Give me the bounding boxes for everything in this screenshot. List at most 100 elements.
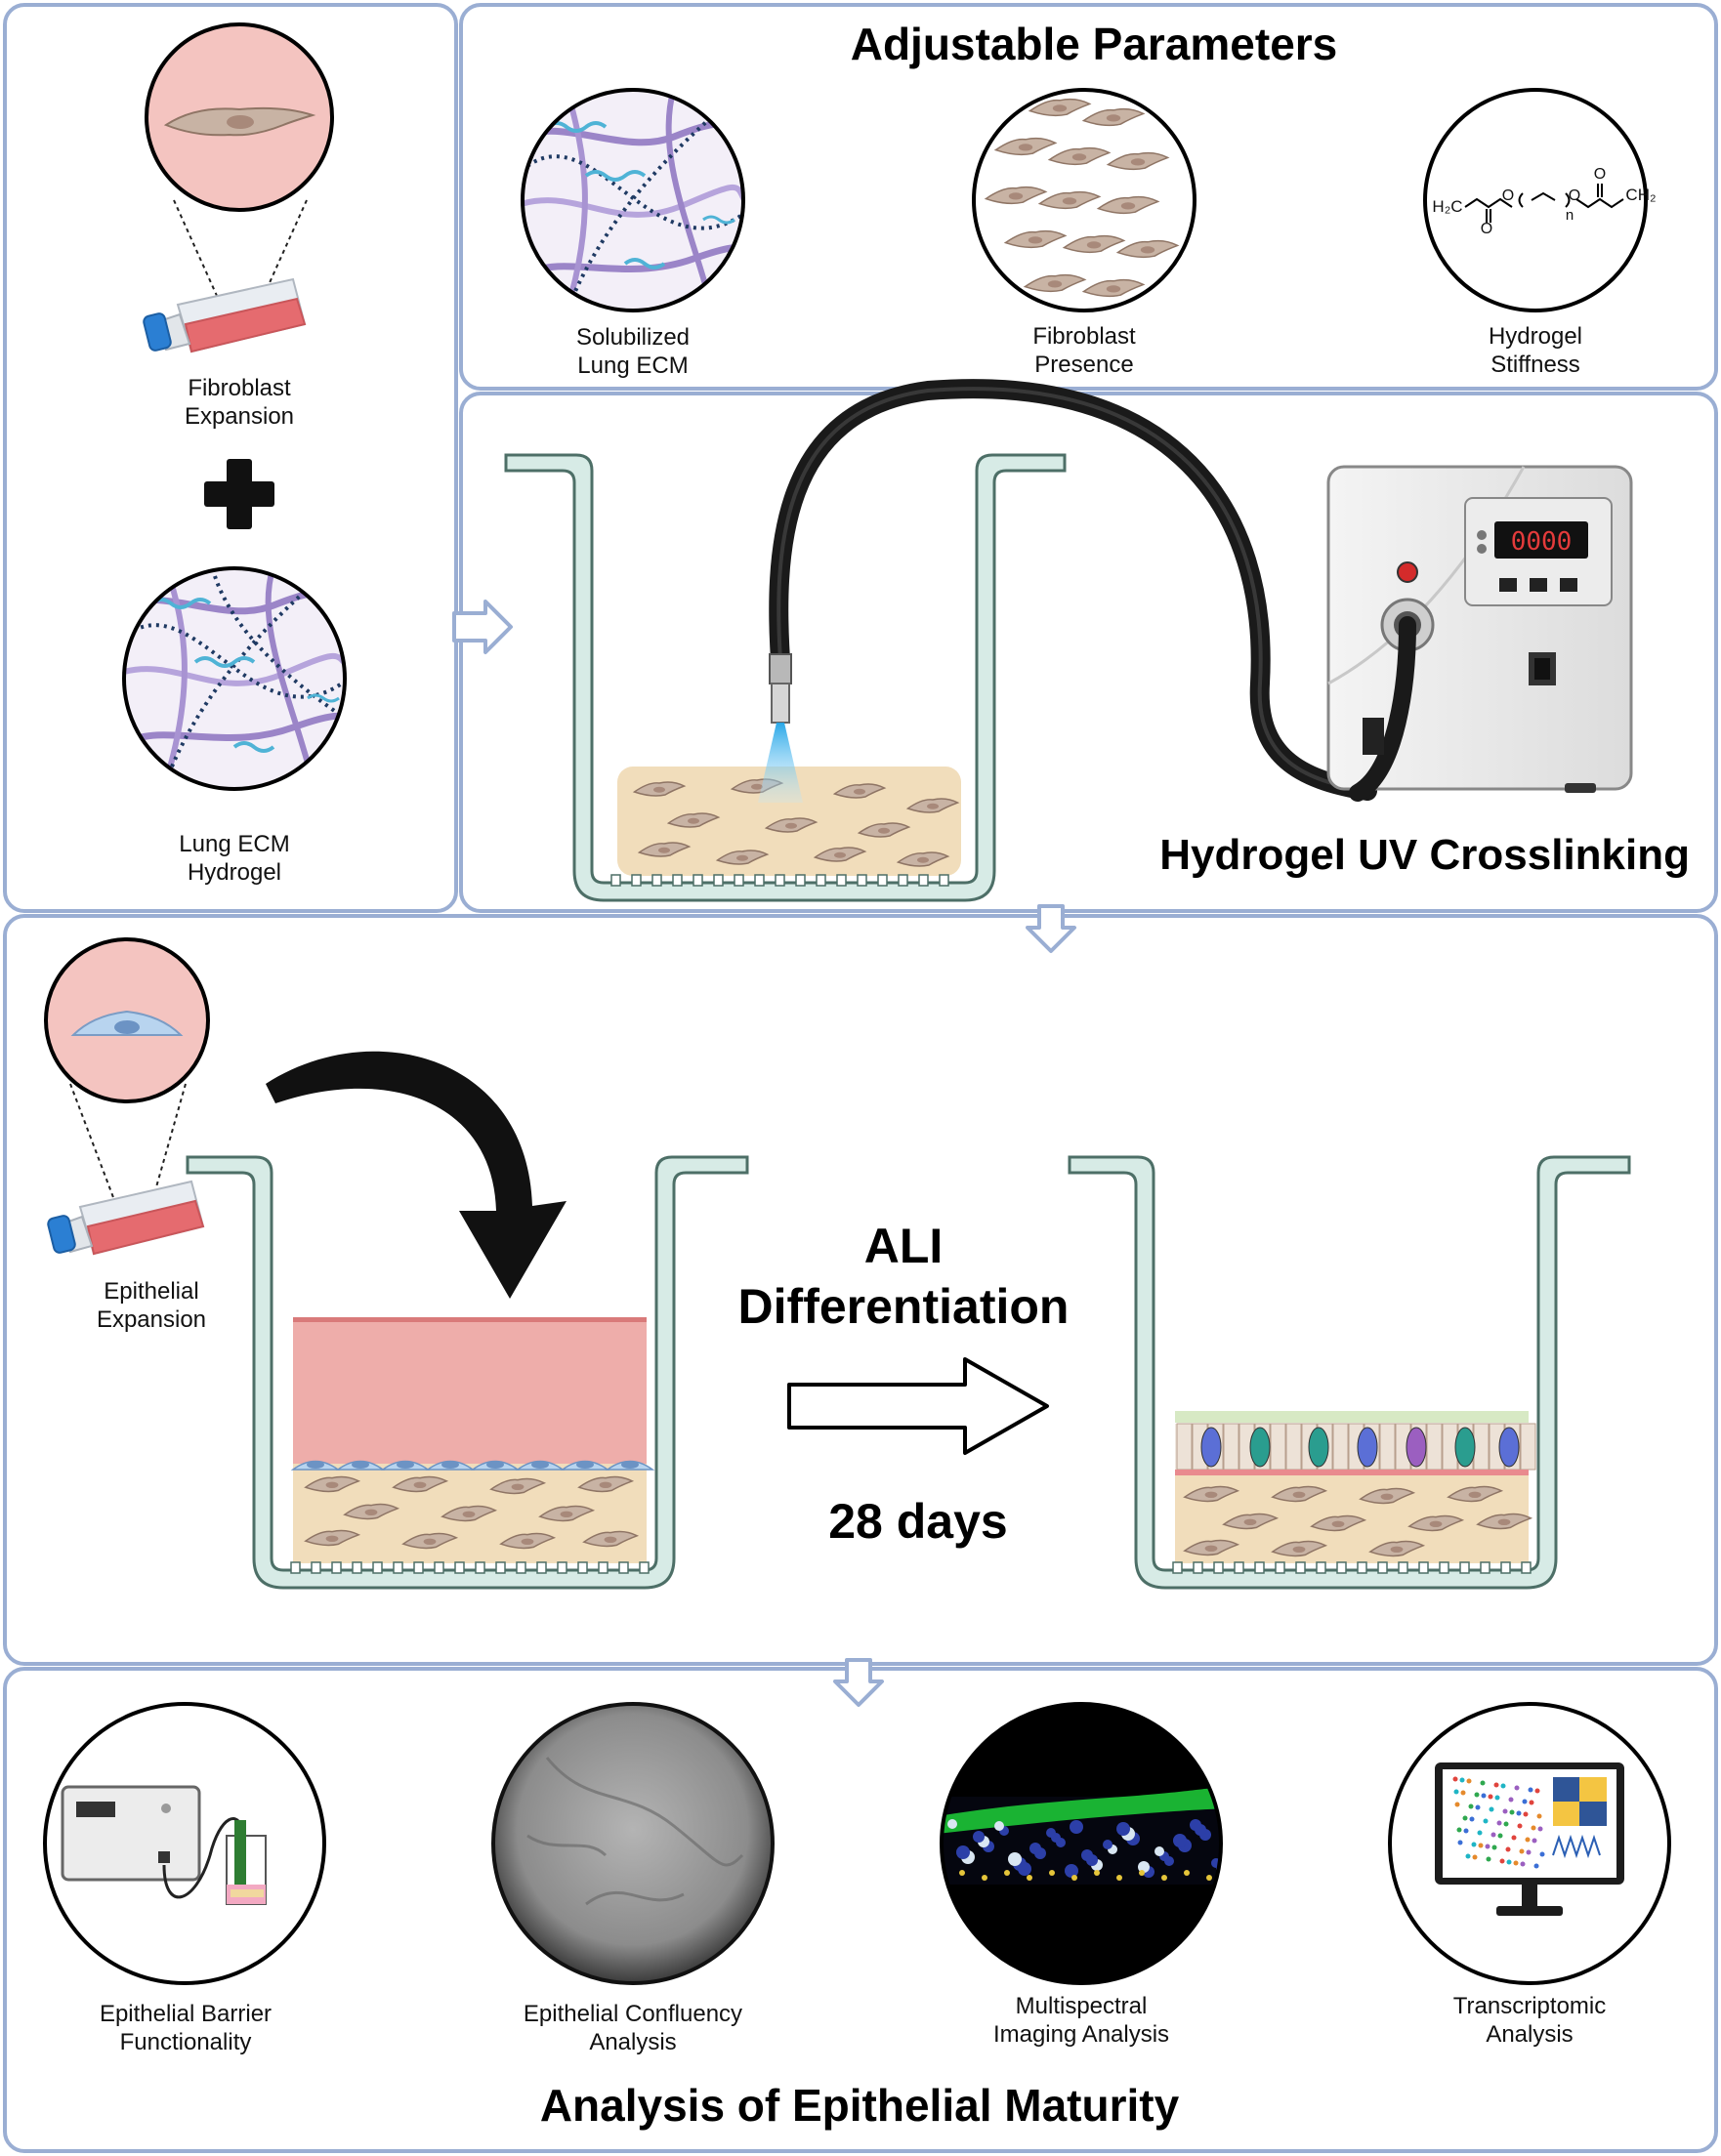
marker-dot — [1161, 1875, 1167, 1881]
membrane-pore — [631, 874, 642, 887]
membrane-pore — [331, 1561, 342, 1574]
analysis-title: Analysis of Epithelial Maturity — [539, 2080, 1180, 2131]
cluster-dot — [1491, 1845, 1497, 1850]
fibroblast-nucleus — [1086, 241, 1102, 249]
fibroblast-nucleus — [1047, 280, 1063, 288]
cluster-dot — [1529, 1800, 1534, 1805]
membrane-pore — [1254, 1561, 1265, 1574]
membrane-pore — [651, 874, 662, 887]
lung-ecm-hydrogel-icon — [122, 566, 347, 791]
epithelial-nucleus — [307, 1461, 324, 1469]
cluster-dot — [1533, 1863, 1539, 1869]
membrane-pore — [516, 1561, 526, 1574]
fibroblast-nucleus — [1292, 1546, 1306, 1554]
cluster-dot — [1466, 1778, 1472, 1784]
cluster-dot — [1493, 1782, 1499, 1788]
membrane-pore — [1418, 1561, 1429, 1574]
epithelial-expansion-label: Epithelial Expansion — [96, 1278, 207, 1333]
curved-seeding-arrow-icon — [266, 1051, 567, 1299]
chem-o2-label: O — [1501, 187, 1515, 204]
membrane-pore — [577, 1561, 588, 1574]
membrane-pore — [475, 1561, 485, 1574]
membrane-pore — [1336, 1561, 1347, 1574]
fibroblast-nucleus — [1204, 1491, 1218, 1499]
fibroblast-nucleus — [736, 854, 748, 861]
fibroblast-presence-icon — [972, 88, 1196, 312]
membrane-pore — [1172, 1561, 1183, 1574]
nucleus-dot — [956, 1845, 970, 1859]
uv-crosslinking-title: Hydrogel UV Crosslinking — [1159, 831, 1690, 879]
fibroblast-flask-icon — [143, 22, 334, 353]
membrane-pore — [1459, 1561, 1470, 1574]
solubilized-ecm-label: Solubilized Lung ECM — [575, 324, 691, 379]
fibroblast-nucleus — [1052, 104, 1068, 112]
membrane-pore — [598, 1561, 609, 1574]
nucleus-dot — [1154, 1846, 1164, 1856]
cluster-dot — [1462, 1815, 1468, 1821]
duration-label: 28 days — [828, 1494, 1008, 1549]
nucleus-dot — [1070, 1820, 1083, 1834]
fibroblast-nucleus — [751, 783, 763, 790]
differentiated-cell — [1357, 1427, 1378, 1468]
well-insert-seeding — [186, 1155, 749, 1590]
connector-arrow-right — [452, 600, 513, 654]
membrane-pore — [1377, 1561, 1388, 1574]
fibroblast-nucleus — [1008, 192, 1024, 200]
confluency-analysis-label: Epithelial Confluency Analysis — [523, 2001, 743, 2055]
fibroblast-nucleus — [325, 1481, 339, 1489]
fibroblast-nucleus — [560, 1511, 573, 1518]
cluster-dot — [1480, 1780, 1486, 1786]
fibroblast-nucleus — [462, 1511, 476, 1518]
membrane-pore — [1193, 1561, 1203, 1574]
cluster-dot — [1514, 1785, 1520, 1791]
fibroblast-nucleus — [1468, 1491, 1482, 1499]
cluster-dot — [1532, 1838, 1537, 1844]
membrane-pore — [918, 874, 929, 887]
cluster-dot — [1475, 1804, 1481, 1810]
membrane-pore — [1480, 1561, 1490, 1574]
nucleus-dot — [1046, 1828, 1056, 1838]
cluster-dot — [1496, 1820, 1502, 1826]
fibroblast-nucleus — [927, 803, 939, 809]
marker-dot — [1049, 1870, 1055, 1876]
fibroblast-nucleus — [511, 1483, 525, 1491]
membrane-pore — [754, 874, 765, 887]
fibroblast-nucleus — [599, 1481, 612, 1489]
membrane-pore — [454, 1561, 465, 1574]
fibroblast-nucleus — [1390, 1546, 1404, 1554]
marker-dot — [1184, 1870, 1190, 1876]
cluster-dot — [1463, 1828, 1469, 1834]
fibroblast-nucleus — [1106, 285, 1121, 293]
solubilized-ecm-icon — [521, 88, 745, 312]
connector-arrow-down-2 — [833, 1658, 884, 1707]
ali-transition-arrow-icon — [787, 1357, 1049, 1455]
cluster-dot — [1457, 1840, 1463, 1845]
fibroblast-nucleus — [364, 1509, 378, 1516]
nucleus-dot — [994, 1821, 1004, 1831]
columnar-cell — [1473, 1423, 1490, 1471]
epithelial-nucleus — [576, 1461, 594, 1469]
membrane-pore — [939, 874, 949, 887]
membrane-pore — [1275, 1561, 1285, 1574]
marker-dot — [1071, 1875, 1077, 1881]
cluster-dot — [1534, 1788, 1540, 1794]
cluster-dot — [1488, 1794, 1493, 1800]
hydrogel-stiffness-icon — [1423, 88, 1648, 312]
cluster-dot — [1454, 1802, 1460, 1807]
marker-dot — [1094, 1870, 1100, 1876]
fibroblast-nucleus — [1018, 144, 1033, 151]
epithelial-nucleus — [397, 1461, 414, 1469]
fibroblast-nucleus — [1331, 1520, 1345, 1528]
membrane-pore — [1500, 1561, 1511, 1574]
membrane-pore — [536, 1561, 547, 1574]
membrane-pore — [290, 1561, 301, 1574]
fibroblast-nucleus — [1120, 202, 1136, 210]
epithelial-nucleus — [531, 1461, 549, 1469]
membrane-pore — [1439, 1561, 1449, 1574]
membrane-pore — [557, 1561, 567, 1574]
differentiated-cell — [1200, 1427, 1222, 1468]
fibroblast-nucleus — [1292, 1491, 1306, 1499]
differentiated-cell — [1308, 1427, 1329, 1468]
cluster-dot — [1502, 1808, 1508, 1814]
